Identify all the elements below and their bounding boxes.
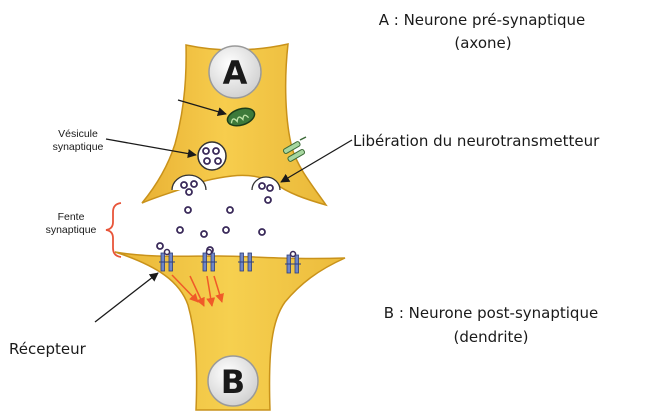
neuron-a-title-line2: (axone) [454, 34, 511, 52]
neuron-b-title-line1: B : Neurone post-synaptique [384, 304, 598, 322]
receptor-label: Récepteur [9, 340, 87, 358]
neuron-b-title-line2: (dendrite) [454, 328, 529, 346]
receptor-pointer-arrow [95, 273, 158, 322]
neuron-a-letter: A [223, 54, 248, 92]
neuron-a-title-line1: A : Neurone pré-synaptique [379, 11, 586, 29]
cleft-label-line1: Fente [58, 211, 85, 223]
presynaptic-neuron: A [142, 44, 326, 205]
neuron-b-letter: B [221, 363, 245, 401]
release-label: Libération du neurotransmetteur [353, 132, 600, 150]
neurotransmitter-molecules [157, 197, 271, 253]
cleft-brace [106, 203, 121, 257]
vesicle-label-line2: synaptique [53, 141, 104, 153]
vesicle-icon [198, 142, 226, 170]
vesicle-label-line1: Vésicule [58, 128, 98, 140]
postsynaptic-neuron: B [115, 250, 345, 411]
cleft-label-line2: synaptique [46, 224, 97, 236]
